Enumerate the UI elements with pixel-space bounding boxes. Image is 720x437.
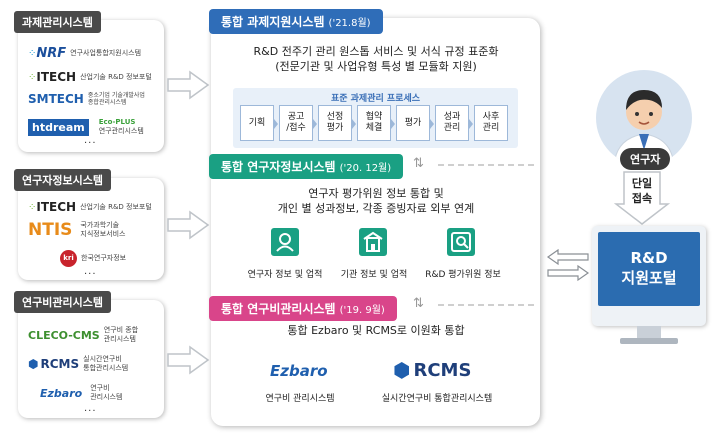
item-label: R&D 평가위원 정보 [425, 270, 501, 280]
evaluator-search-icon [447, 228, 475, 256]
itech-dots-icon: ⁘ [28, 71, 37, 83]
more-dots: ... [84, 266, 97, 277]
logo-kri: kri 한국연구자정보 [60, 250, 126, 267]
portal-screen: R&D 지원포털 [598, 232, 700, 306]
more-dots: ... [84, 403, 97, 414]
group-research-fund: 연구비관리시스템 CLECO-CMS 연구비 종합 관리시스템 ⬢ RCMS 실… [14, 291, 164, 418]
section2-description: 연구자 평가위원 정보 통합 및 개인 별 성과정보, 각종 증빙자료 외부 연… [277, 187, 475, 215]
rnd-support-portal-monitor: R&D 지원포털 [592, 226, 706, 326]
arrow-right-icon [167, 210, 210, 240]
logo-nrf: ⁘ NRF 연구사업통합지원시스템 [28, 46, 142, 61]
logo-ntis: NTIS 국가과학기술 지식정보서비스 [28, 220, 126, 240]
group-title: 연구자정보시스템 [14, 169, 111, 191]
logo-rcms: ⬢ RCMS 실시간연구비 통합관리시스템 [28, 355, 129, 372]
logo-itech: ⁘ ITECH 산업기술 R&D 정보포털 [28, 200, 152, 214]
monitor-stand [637, 326, 661, 338]
section3-description: 통합 Ezbaro 및 RCMS로 이원화 통합 [287, 324, 465, 337]
itech-dots-icon: ⁘ [28, 201, 37, 213]
bidirectional-arrow-icon [546, 248, 590, 282]
logo-ezbaro: Ezbaro 연구비 관리시스템 [40, 384, 123, 401]
logo-cleco-cms: CLECO-CMS 연구비 종합 관리시스템 [28, 326, 139, 343]
monitor-base [620, 338, 678, 344]
divider [438, 304, 534, 306]
single-access-label: 단일 접속 [631, 177, 653, 205]
rcms-logo: ⬢ RCMS [393, 358, 472, 382]
nrf-dots-icon: ⁘ [28, 48, 37, 59]
integrated-systems-panel [211, 18, 540, 426]
ezbaro-logo: Ezbaro [270, 362, 328, 380]
institution-building-icon [359, 228, 387, 256]
rcms-hex-icon: ⬢ [393, 358, 411, 382]
process-title: 표준 과제관리 프로세스 [330, 94, 421, 104]
logo-itech: ⁘ ITECH 산업기술 R&D 정보포털 [28, 70, 152, 84]
section-title-researcher-info: 통합 연구자정보시스템('20. 12월) [209, 154, 404, 179]
group-title: 과제관리시스템 [14, 11, 101, 33]
arrow-right-icon [167, 345, 210, 375]
process-step: 평가 [396, 105, 434, 141]
process-step: 기획 [240, 105, 278, 141]
system-label: 연구비 관리시스템 [265, 394, 335, 404]
section-title-project-support: 통합 과제지원시스템('21.8월) [209, 9, 383, 34]
arrow-down-icon [614, 171, 670, 225]
group-title: 연구비관리시스템 [14, 291, 111, 313]
process-step: 공고/접수 [279, 105, 317, 141]
researcher-label: 연구자 [620, 148, 671, 170]
group-project-management: 과제관리시스템 ⁘ NRF 연구사업통합지원시스템 ⁘ ITECH 산업기술 R… [14, 11, 164, 152]
logo-htdream-ecoplus: htdream Eco-PLUS 연구관리시스템 [28, 118, 144, 136]
system-label: 실시간연구비 통합관리시스템 [381, 394, 493, 404]
group-researcher-info: 연구자정보시스템 ⁘ ITECH 산업기술 R&D 정보포털 NTIS 국가과학… [14, 169, 164, 280]
item-label: 연구자 정보 및 업적 [247, 270, 323, 280]
section-title-research-fund: 통합 연구비관리시스템('19. 9월) [209, 296, 397, 321]
updown-arrow-icon: ⇅ [413, 156, 424, 171]
more-dots: ... [84, 135, 97, 146]
updown-arrow-icon: ⇅ [413, 296, 424, 311]
arrow-right-icon [167, 70, 210, 100]
rcms-hex-icon: ⬢ [28, 357, 39, 371]
item-label: 기관 정보 및 업적 [340, 270, 408, 280]
logo-smtech: SMTECH 중소기업 기술개발사업 종합관리시스템 [28, 92, 145, 106]
divider [438, 164, 534, 166]
section1-description: R&D 전주기 관리 원스톱 서비스 및 서식 규정 표준화 (전문기관 및 사… [253, 45, 499, 73]
researcher-card-icon [271, 228, 299, 256]
